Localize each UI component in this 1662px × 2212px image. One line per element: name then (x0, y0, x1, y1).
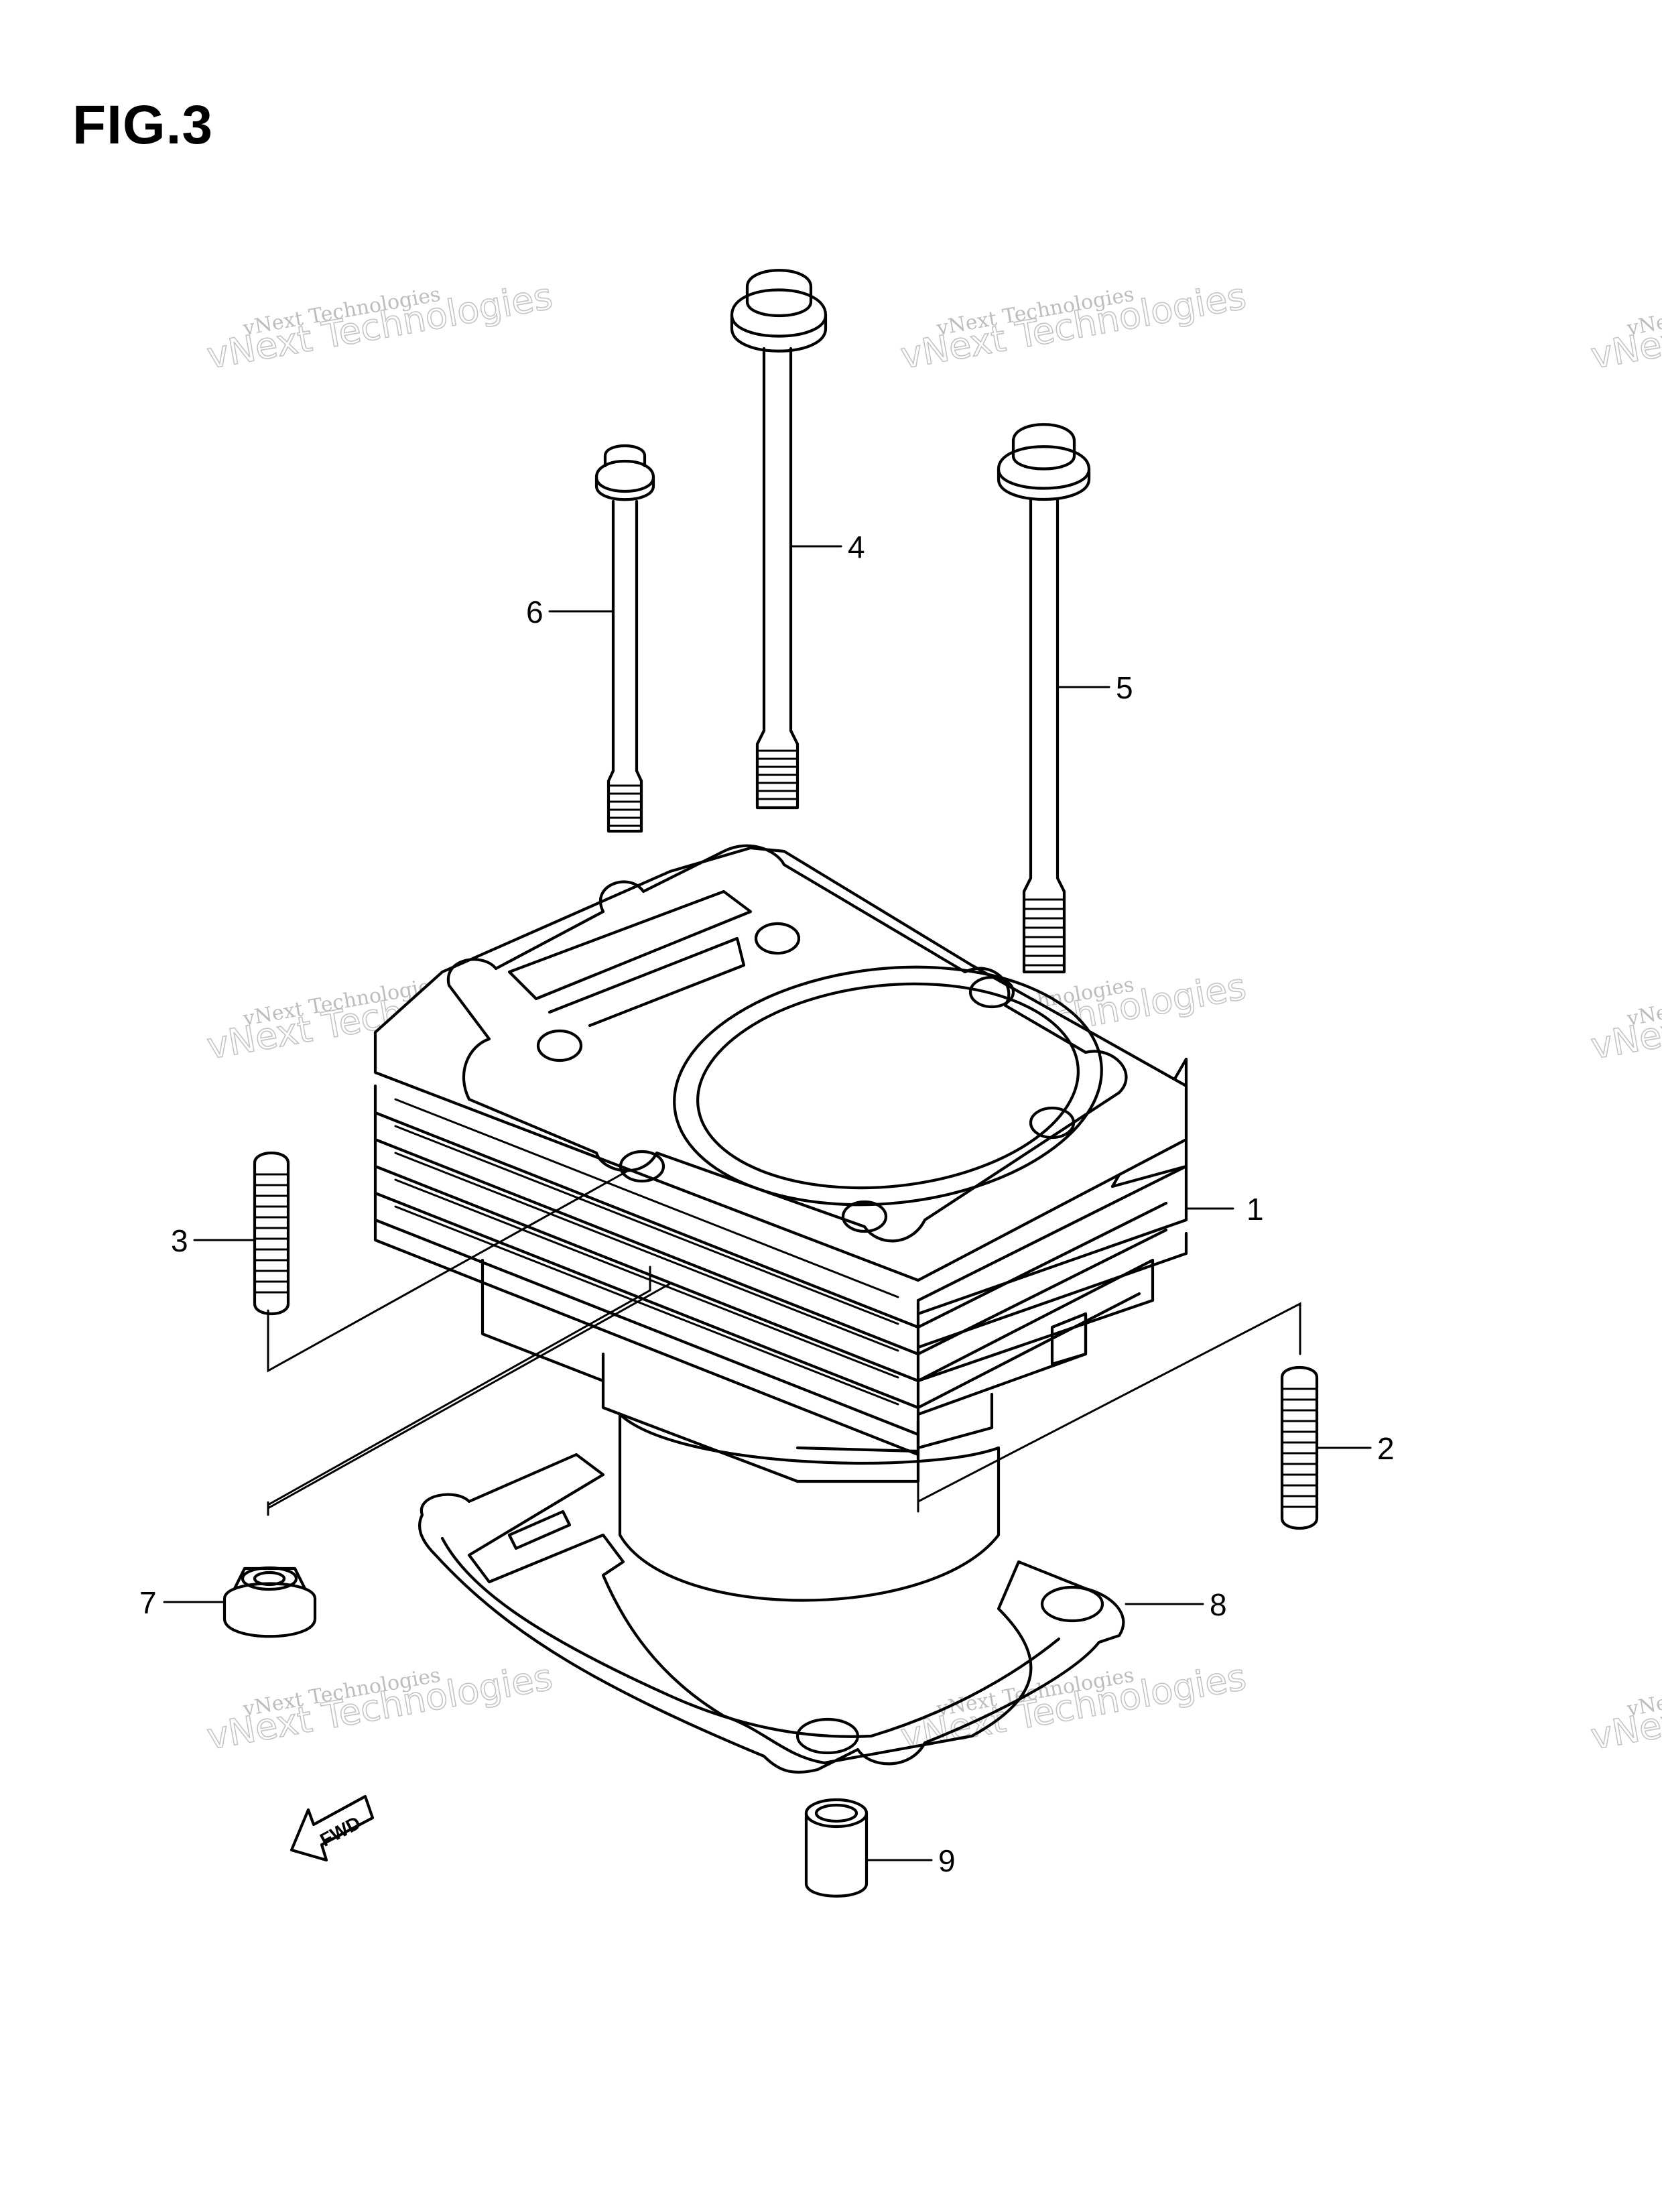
watermark: vNext Technologies vNext Technologies (1587, 965, 1662, 1068)
fwd-direction-arrow: FWD (290, 1794, 375, 1862)
part-7-nut (222, 1566, 317, 1638)
part-6-cylinder-bolt (594, 444, 655, 833)
watermark-text: vNext Technologies (1624, 973, 1662, 1031)
callout-7: 7 (139, 1585, 157, 1620)
watermark: vNext Technologies vNext Technologies (1587, 274, 1662, 377)
callout-9: 9 (938, 1843, 956, 1878)
watermark-text: vNext Technologies (1624, 283, 1662, 341)
watermark: vNext Technologies vNext Technologies (897, 274, 1249, 377)
part-9-dowel-pin (804, 1798, 869, 1898)
callout-1: 1 (1246, 1192, 1264, 1227)
callout-2: 2 (1377, 1431, 1395, 1466)
leader-lines (163, 545, 1372, 1861)
part-2-stud-bolt (1280, 1365, 1319, 1530)
callout-8: 8 (1210, 1587, 1227, 1622)
part-1-cylinder (373, 844, 1188, 1602)
watermark-text: vNext Technologies (1624, 1664, 1662, 1721)
callout-5: 5 (1116, 670, 1133, 705)
watermark: vNext Technologies vNext Technologies (203, 274, 556, 377)
part-5-cylinder-bolt (997, 423, 1091, 974)
figure-title: FIG.3 (72, 95, 214, 156)
callout-labels: 1 2 3 4 5 6 7 8 9 (139, 530, 1395, 1878)
part-3-stud-bolt (253, 1151, 290, 1316)
callout-3: 3 (171, 1223, 188, 1258)
watermark: vNext Technologies vNext Technologies (1587, 1655, 1662, 1758)
callout-4: 4 (848, 530, 865, 564)
part-4-cylinder-bolt (730, 269, 828, 810)
watermark: vNext Technologies vNext Technologies (203, 1655, 556, 1758)
part-8-cylinder-base-gasket (418, 1453, 1125, 1774)
callout-6: 6 (526, 595, 544, 629)
